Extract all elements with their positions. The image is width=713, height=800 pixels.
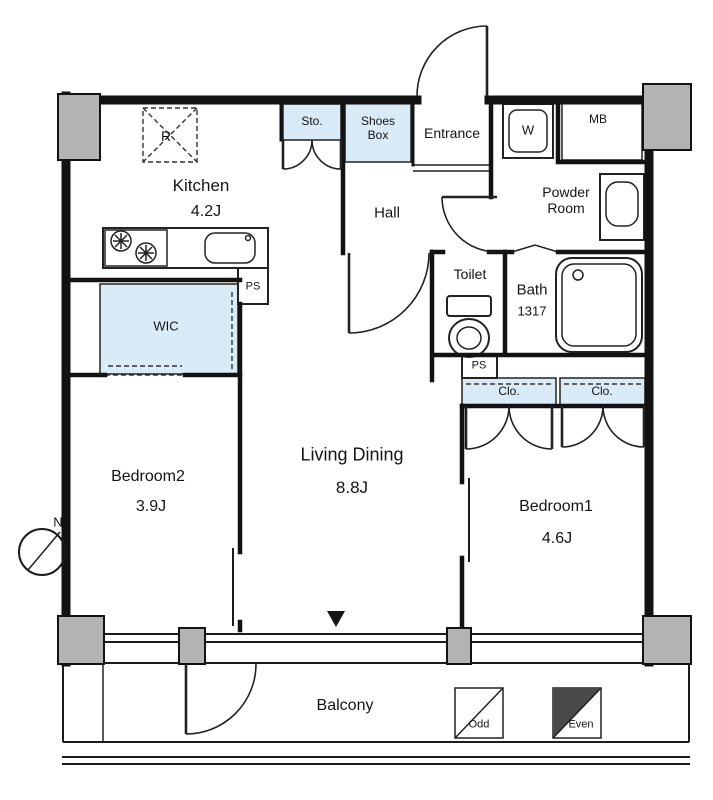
door-arcs bbox=[184, 25, 646, 735]
closet-right-label: Clo. bbox=[591, 384, 613, 399]
storage-box bbox=[282, 103, 342, 141]
sliding-doors bbox=[232, 478, 470, 626]
columns bbox=[57, 83, 692, 665]
storage-label: Sto. bbox=[301, 114, 323, 129]
closet-left-box bbox=[461, 377, 557, 407]
kitchen-area-label: 4.2J bbox=[190, 202, 222, 220]
living-dining-label: Living Dining bbox=[300, 444, 404, 465]
washer-icon bbox=[502, 103, 554, 159]
balcony-label: Balcony bbox=[316, 696, 374, 714]
north-label: N bbox=[53, 514, 63, 530]
bath-label: Bath bbox=[516, 281, 548, 299]
bathtub-icon bbox=[555, 257, 643, 353]
dashed-details bbox=[105, 107, 641, 385]
sink-icon bbox=[204, 232, 256, 264]
closet-fills bbox=[99, 99, 646, 407]
outer-walls bbox=[61, 85, 654, 667]
entrance-step bbox=[413, 164, 491, 172]
washer-label: W bbox=[521, 122, 535, 138]
bath-size-label: 1317 bbox=[517, 303, 547, 319]
closet-left-label: Clo. bbox=[498, 384, 520, 399]
stove-burners-icon bbox=[110, 230, 157, 264]
even-floor-label: Even bbox=[568, 718, 594, 731]
kitchen-label: Kitchen bbox=[172, 176, 230, 196]
even-floor-box bbox=[552, 687, 602, 739]
powder-room-label: Powder Room bbox=[542, 183, 590, 216]
shoes-box bbox=[344, 99, 412, 163]
pipe-space-toilet-label: PS bbox=[471, 359, 487, 372]
toilet-label: Toilet bbox=[453, 265, 487, 282]
odd-floor-label: Odd bbox=[468, 718, 490, 731]
vanity-icon bbox=[599, 173, 645, 241]
compass-icon bbox=[18, 528, 66, 576]
kitchen-counter bbox=[102, 227, 269, 269]
bedroom2-area-label: 3.9J bbox=[135, 497, 167, 515]
bedroom1-area-label: 4.6J bbox=[541, 529, 573, 547]
bedroom1-label: Bedroom1 bbox=[519, 497, 593, 515]
pipe-space-kitchen-label: PS bbox=[245, 280, 261, 293]
stove-icon bbox=[104, 229, 168, 267]
living-dining-area-label: 8.8J bbox=[335, 478, 369, 498]
balcony-outline bbox=[62, 662, 690, 765]
odd-floor-box bbox=[454, 687, 504, 739]
meter-box bbox=[561, 101, 643, 161]
wic-label: WIC bbox=[153, 318, 179, 334]
refrigerator-dashed-box bbox=[142, 107, 198, 163]
refrigerator-label: R bbox=[160, 127, 172, 144]
shoes-box-label: Shoes Box bbox=[360, 114, 396, 142]
meter-box-label: MB bbox=[589, 112, 607, 127]
pipe-space-kitchen-box bbox=[237, 267, 269, 305]
hall-label: Hall bbox=[374, 204, 400, 222]
entrance-label: Entrance bbox=[423, 124, 481, 141]
wic-area bbox=[99, 283, 239, 375]
bath-folding-door bbox=[511, 244, 559, 253]
window-center-marker-icon bbox=[327, 611, 345, 627]
window-lines bbox=[103, 633, 646, 643]
toilet-icon bbox=[446, 295, 492, 358]
faucet-icon bbox=[244, 234, 252, 242]
bedroom2-label: Bedroom2 bbox=[111, 467, 185, 485]
